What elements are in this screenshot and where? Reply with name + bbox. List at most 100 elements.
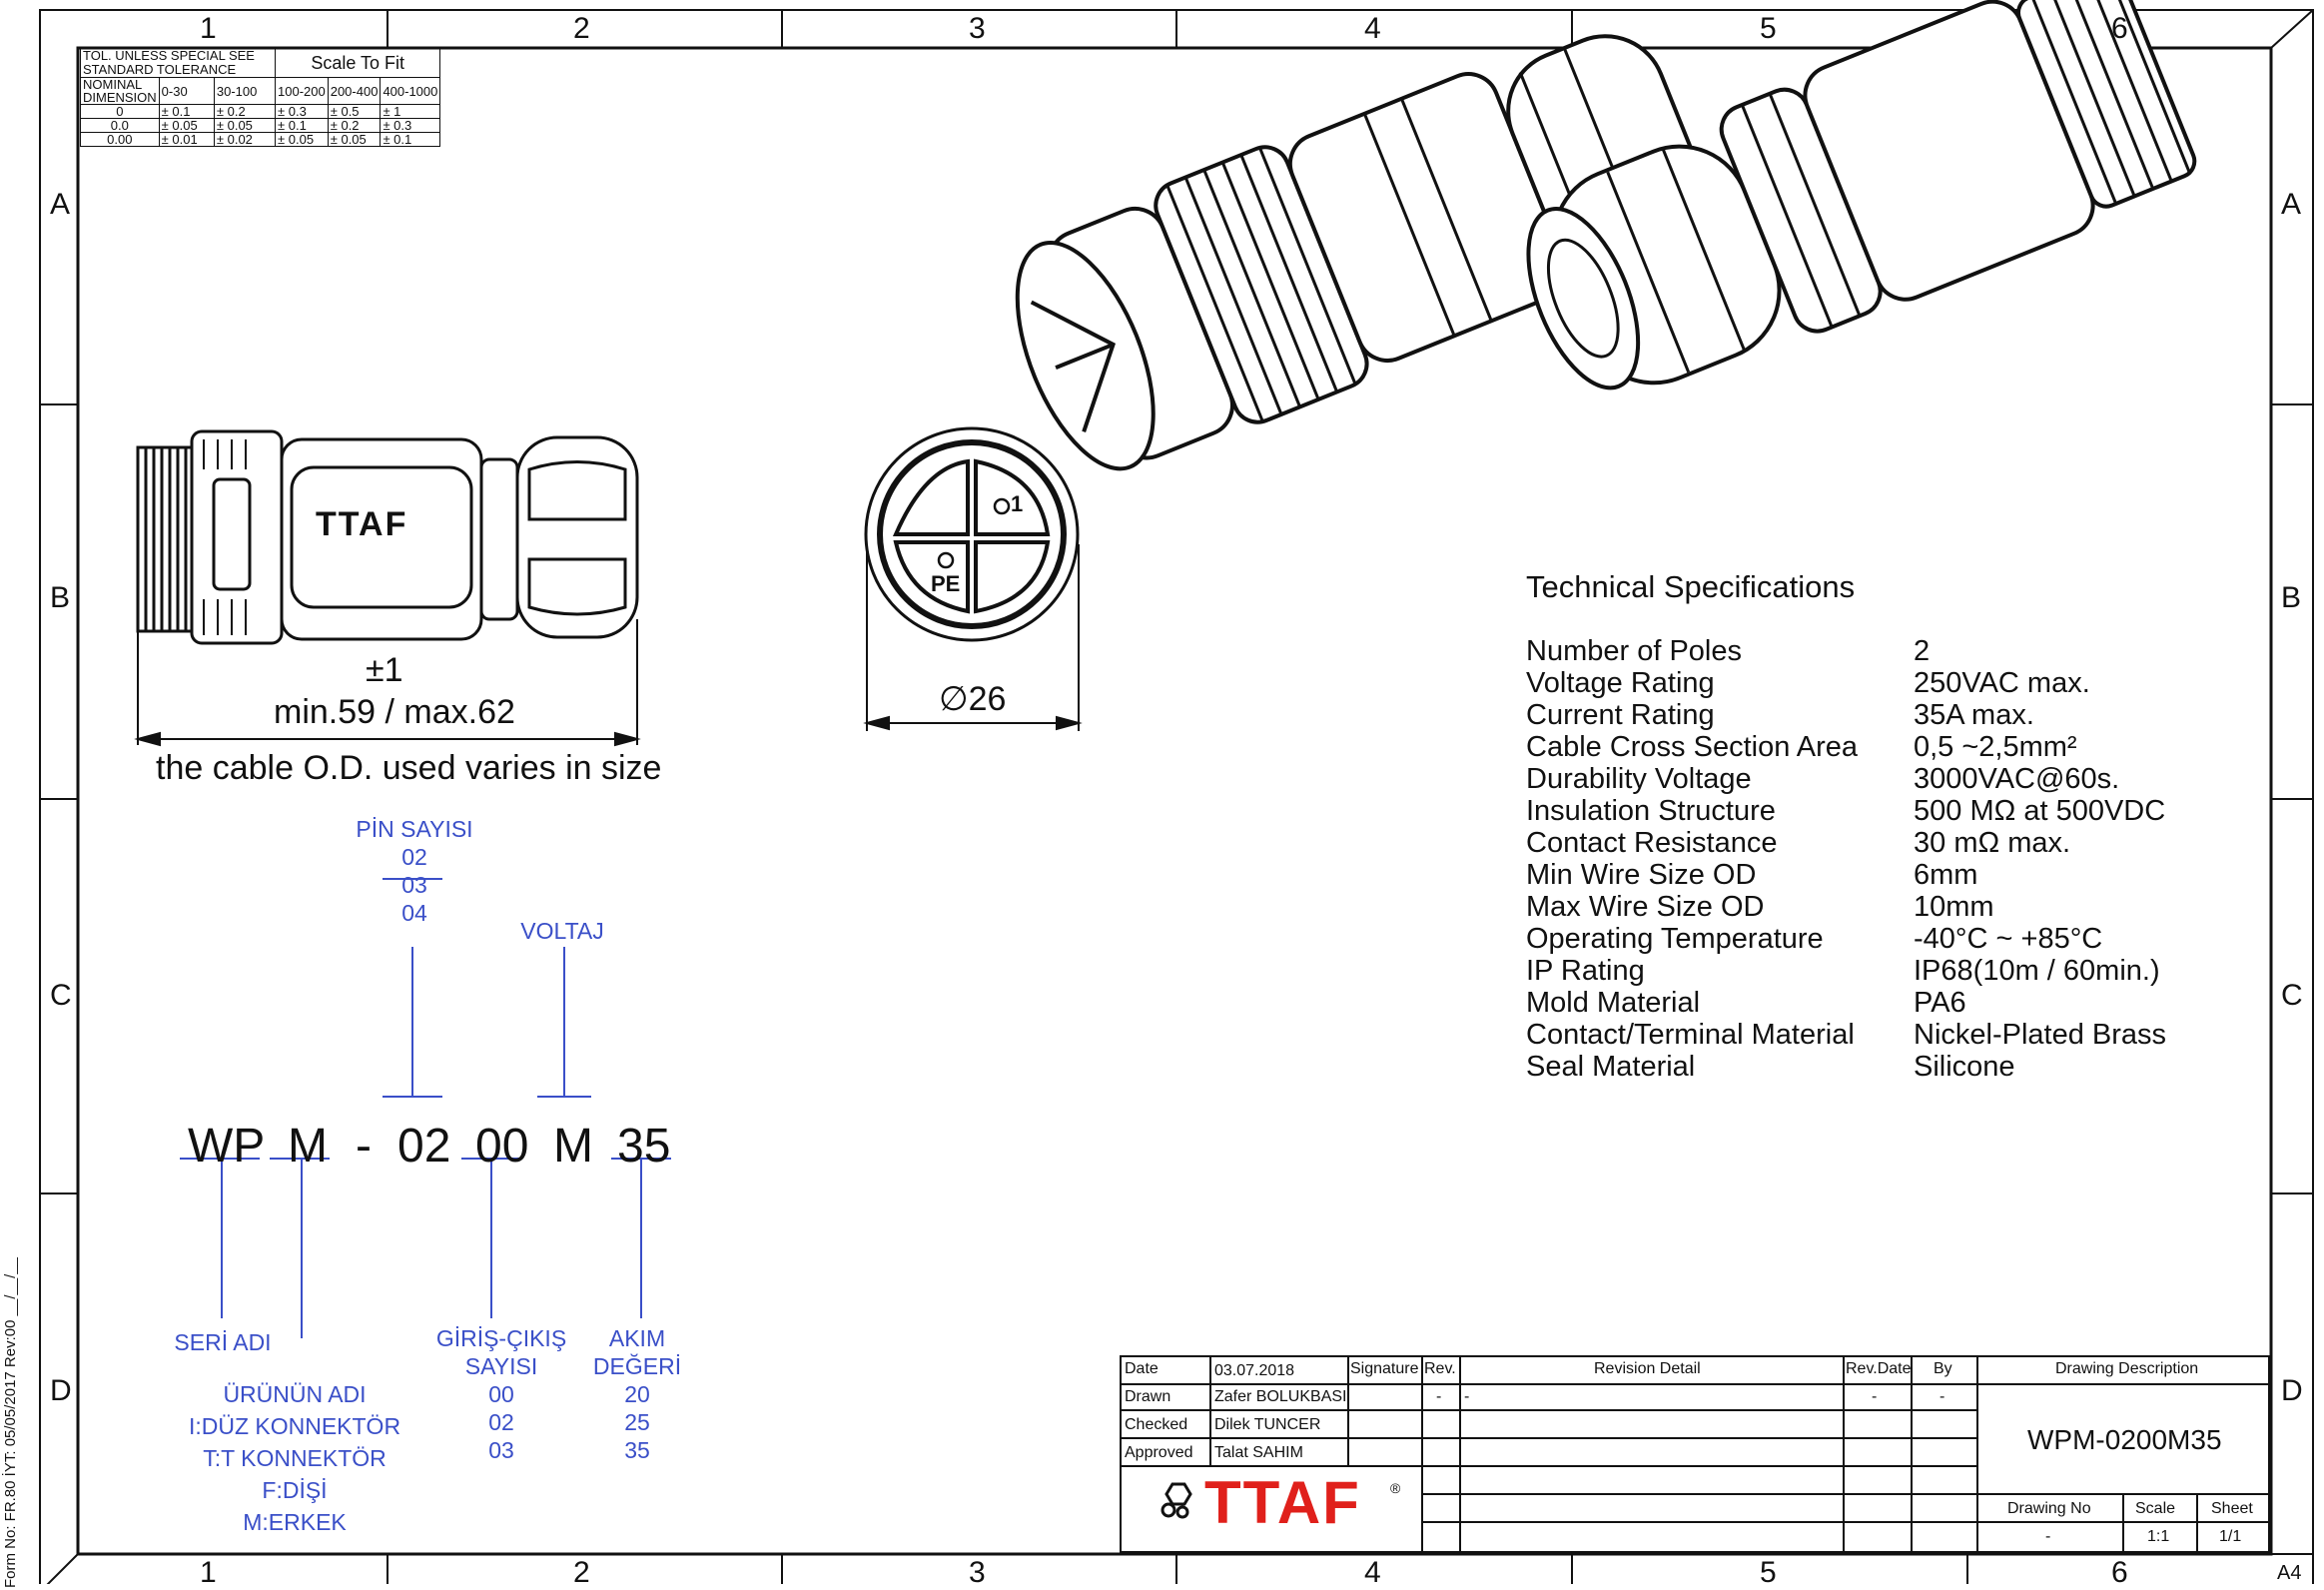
tol-cell: ± 0.1 xyxy=(158,104,215,119)
logo-hex-icon xyxy=(1159,1480,1198,1520)
pin-count-title: PİN SAYISI xyxy=(356,816,473,842)
tb-signature-label: Signature xyxy=(1350,1360,1419,1377)
col-label-3-bottom: 3 xyxy=(969,1556,986,1589)
diameter-label: ∅26 xyxy=(939,680,1007,718)
inout-line: 00 xyxy=(488,1381,514,1407)
spec-value: 10mm xyxy=(1914,891,1994,923)
tb-rev-label: Rev. xyxy=(1424,1360,1456,1377)
nominal-dimension-header: NOMINAL DIMENSION xyxy=(80,77,160,105)
spec-value: Silicone xyxy=(1914,1051,2015,1083)
inout-line: SAYISI xyxy=(464,1353,538,1379)
row-label-c-right: C xyxy=(2281,979,2303,1012)
tb-checked-value: Dilek TUNCER xyxy=(1214,1416,1321,1433)
pin-count-legend: PİN SAYISI 02 03 04 xyxy=(350,815,479,927)
tb-checked-label: Checked xyxy=(1125,1416,1188,1433)
current-line: AKIM xyxy=(608,1325,666,1351)
row-label-c-left: C xyxy=(50,979,72,1012)
tb-date-value: 03.07.2018 xyxy=(1214,1362,1295,1379)
row-label-a-right: A xyxy=(2281,188,2302,221)
tb-drawn-value: Zafer BOLUKBASI xyxy=(1214,1388,1347,1405)
spec-label: Min Wire Size OD xyxy=(1526,859,1757,891)
spec-label: Current Rating xyxy=(1526,699,1715,731)
tol-cell: ± 0.3 xyxy=(275,104,329,119)
spec-label: Mold Material xyxy=(1526,987,1701,1019)
pin-1-label: 1 xyxy=(1011,491,1024,516)
current-line: 35 xyxy=(624,1437,650,1463)
row-label-a-left: A xyxy=(50,188,71,221)
side-view-length: min.59 / max.62 xyxy=(274,693,515,731)
inout-line: 03 xyxy=(488,1437,514,1463)
part-code-dash: - xyxy=(356,1120,372,1173)
spec-label: Voltage Rating xyxy=(1526,667,1715,699)
tol-cell: ± 0.05 xyxy=(213,118,277,133)
col-label-6-bottom: 6 xyxy=(2111,1556,2128,1589)
spec-label: Operating Temperature xyxy=(1526,923,1824,955)
pin-pe-label: PE xyxy=(931,571,961,596)
tb-by-label: By xyxy=(1934,1360,1952,1377)
tb-drawing-no-label: Drawing No xyxy=(2007,1500,2091,1517)
dim-cell: 0 xyxy=(80,104,160,119)
sheet-size-label: A4 xyxy=(2277,1562,2302,1584)
tb-drawing-description-label: Drawing Description xyxy=(2055,1360,2199,1377)
tb-revision-detail-label: Revision Detail xyxy=(1594,1360,1701,1377)
current-line: 25 xyxy=(624,1409,650,1435)
tol-cell: ± 0.05 xyxy=(158,118,215,133)
spec-value: 3000VAC@60s. xyxy=(1914,763,2120,795)
part-code-product: M xyxy=(288,1120,328,1173)
tb-approved-label: Approved xyxy=(1125,1444,1193,1461)
col-label-1-bottom: 1 xyxy=(200,1556,217,1589)
tol-cell: ± 0.05 xyxy=(327,132,382,147)
table-row: 0.00 ± 0.01 ± 0.02 ± 0.05 ± 0.05 ± 0.1 xyxy=(80,132,441,147)
length-dimension-line xyxy=(134,619,641,747)
isometric-connector-female xyxy=(1526,0,2197,391)
spec-value: 250VAC max. xyxy=(1914,667,2090,699)
inout-line: GİRİŞ-ÇIKIŞ xyxy=(435,1325,567,1351)
inout-legend: GİRİŞ-ÇIKIŞ SAYISI 00 02 03 xyxy=(423,1324,579,1464)
product-line: T:T KONNEKTÖR xyxy=(203,1445,387,1471)
side-view-tolerance: ±1 xyxy=(366,651,403,689)
range-4: 400-1000 xyxy=(380,77,441,105)
spec-label: Cable Cross Section Area xyxy=(1526,731,1859,763)
isometric-connector-male xyxy=(1015,34,1702,471)
tol-cell: ± 0.2 xyxy=(213,104,277,119)
spec-label: IP Rating xyxy=(1526,955,1645,987)
product-legend: ÜRÜNÜN ADI I:DÜZ KONNEKTÖR T:T KONNEKTÖR… xyxy=(180,1380,409,1536)
dim-cell: 0.00 xyxy=(80,132,160,147)
specs-title: Technical Specifications xyxy=(1526,569,1856,604)
spec-value: 2 xyxy=(1914,635,1931,667)
pin-count-option: 03 xyxy=(401,872,427,898)
tb-rev-date-label: Rev.Date xyxy=(1846,1360,1912,1377)
series-title: SERİ ADI xyxy=(174,1329,272,1355)
tolerance-title: TOL. UNLESS SPECIAL SEE STANDARD TOLERAN… xyxy=(80,48,276,78)
col-label-6-top: 6 xyxy=(2111,12,2128,45)
col-label-5-top: 5 xyxy=(1760,12,1777,45)
part-code-series: WP xyxy=(188,1120,266,1173)
spec-label: Contact/Terminal Material xyxy=(1526,1019,1855,1051)
part-code-callouts xyxy=(180,878,671,1338)
tb-sheet-label: Sheet xyxy=(2211,1500,2253,1517)
row-label-d-right: D xyxy=(2281,1374,2303,1407)
series-legend: SERİ ADI xyxy=(160,1328,286,1356)
tb-scale-value: 1:1 xyxy=(2147,1528,2170,1545)
side-view-brand-mark: TTAF xyxy=(316,505,408,543)
title-block-grid xyxy=(1120,1355,2270,1553)
tol-cell: ± 0.05 xyxy=(275,132,329,147)
tb-date-label: Date xyxy=(1125,1360,1159,1377)
spec-value: PA6 xyxy=(1914,987,1966,1019)
part-code-pins: 02 xyxy=(397,1120,451,1173)
current-legend: AKIM DEĞERİ 20 25 35 xyxy=(585,1324,689,1464)
tol-cell: ± 0.3 xyxy=(380,118,441,133)
side-view-note: the cable O.D. used varies in size xyxy=(156,749,662,787)
tol-cell: ± 0.2 xyxy=(327,118,382,133)
registered-mark: ® xyxy=(1390,1480,1401,1496)
col-label-3-top: 3 xyxy=(969,12,986,45)
table-row: 0.0 ± 0.05 ± 0.05 ± 0.1 ± 0.2 ± 0.3 xyxy=(80,118,441,133)
pin-count-option: 04 xyxy=(401,900,427,926)
spec-label: Number of Poles xyxy=(1526,635,1742,667)
col-label-1-top: 1 xyxy=(200,12,217,45)
form-note: Form No: FR.80 İYT: 05/05/2017 Rev:00 __… xyxy=(2,1256,19,1588)
voltage-legend: VOLTAJ xyxy=(507,917,617,945)
spec-label: Insulation Structure xyxy=(1526,795,1776,827)
inout-line: 02 xyxy=(488,1409,514,1435)
